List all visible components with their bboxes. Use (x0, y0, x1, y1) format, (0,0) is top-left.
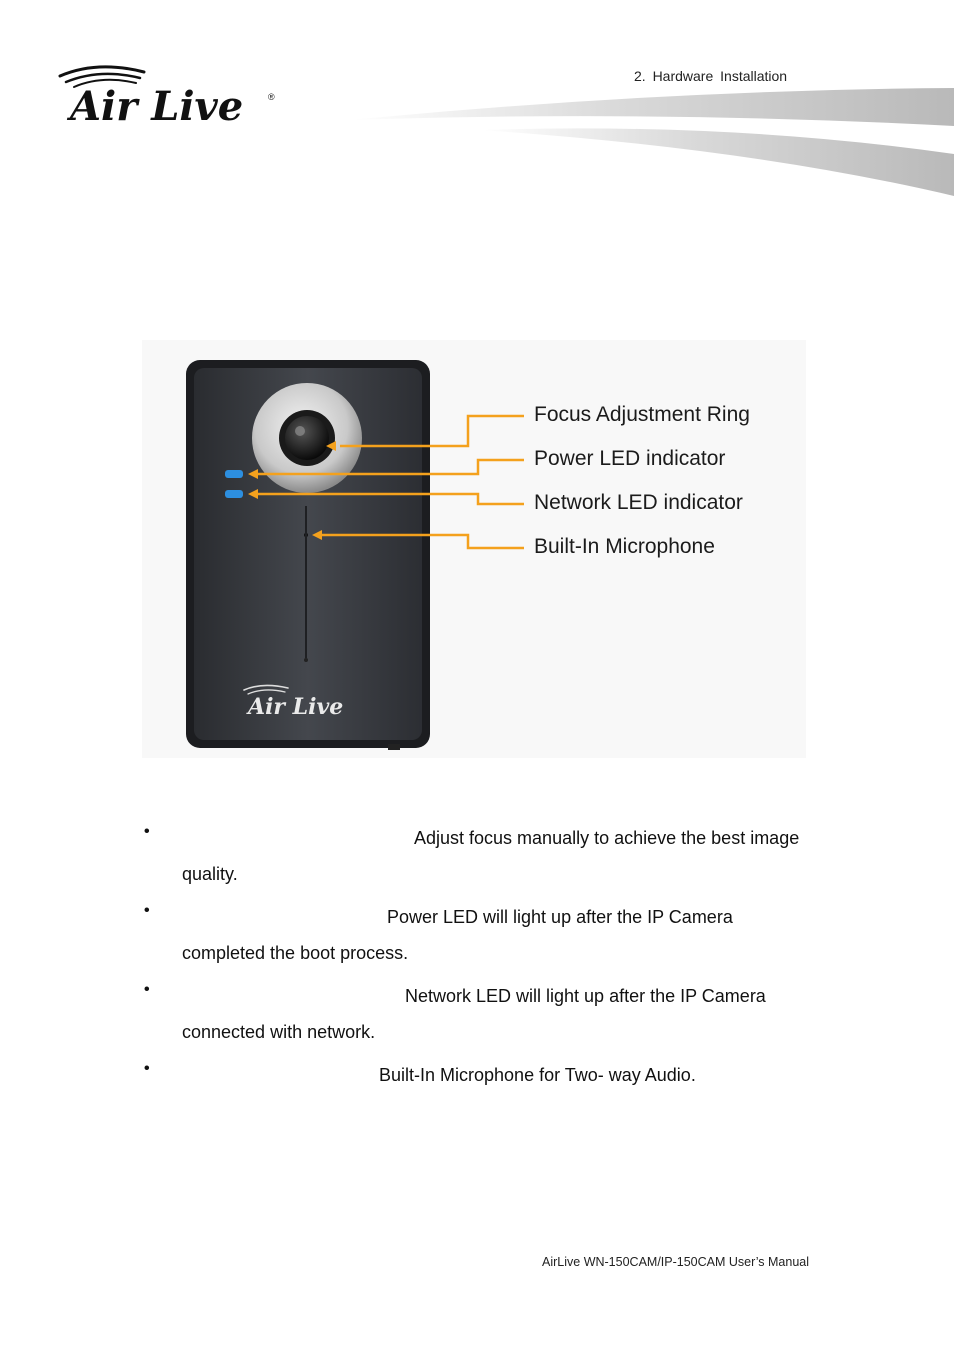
callout-microphone: Built-In Microphone (534, 535, 715, 558)
callout-focus-ring: Focus Adjustment Ring (534, 403, 750, 426)
bullet-icon: • (144, 981, 150, 998)
camera-logo: Air Live (246, 694, 343, 720)
header-swoosh-graphic (350, 88, 954, 196)
feature-list: • Adjust focus manually to achieve the b… (140, 824, 820, 1108)
callout-arrows (252, 414, 524, 550)
airlive-logo: Air Live ® (52, 56, 292, 130)
lens (285, 416, 329, 460)
footer-manual-title: AirLive WN-150CAM/IP-150CAM User’s Manua… (542, 1255, 809, 1269)
svg-text:Air Live: Air Live (66, 83, 243, 130)
header-section-title: 2. Hardware Installation (634, 68, 788, 84)
bullet-text-power: Power LED will light up after the IP Cam… (182, 907, 733, 963)
callout-network-led: Network LED indicator (534, 491, 743, 514)
bullet-text-network: Network LED will light up after the IP C… (182, 986, 766, 1042)
callout-power-led: Power LED indicator (534, 447, 726, 470)
camera-body (194, 368, 422, 740)
list-item: • Adjust focus manually to achieve the b… (140, 820, 820, 892)
power-led (225, 470, 243, 478)
bullet-icon: • (144, 902, 150, 919)
svg-text:®: ® (268, 92, 275, 102)
list-item: • Network LED will light up after the IP… (140, 978, 820, 1050)
bullet-text-focus: Adjust focus manually to achieve the bes… (182, 828, 800, 884)
bullet-text-microphone: Built-In Microphone for Two- way Audio. (379, 1065, 696, 1085)
list-item: • Power LED will light up after the IP C… (140, 899, 820, 971)
network-led (225, 490, 243, 498)
camera-figure: Air Live Focus Adjustment Ring Power LED… (142, 340, 806, 758)
bullet-icon: • (144, 1060, 150, 1077)
list-item: • Built-In Microphone for Two- way Audio… (140, 1057, 820, 1093)
bullet-icon: • (144, 823, 150, 840)
